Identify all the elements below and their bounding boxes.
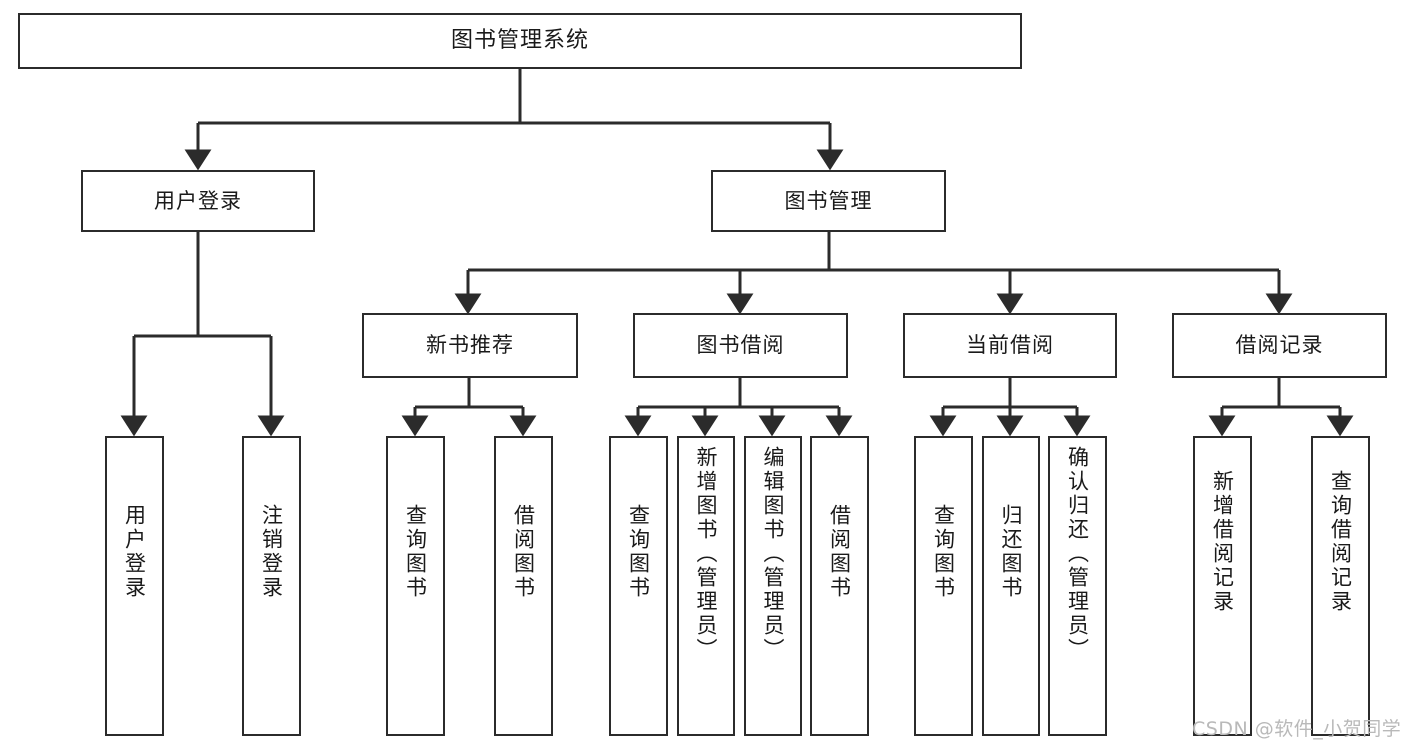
node-label: 注销登录 [259,504,284,600]
node-leaf-logout-login[interactable]: 注销登录 [242,436,301,736]
node-label: 图书管理系统 [450,27,589,53]
node-label: 图书管理 [784,188,873,213]
node-label: 编辑图书（管理员） [761,446,786,662]
node-label: 借阅图书 [511,504,536,600]
node-label: 新书推荐 [426,333,514,358]
node-label: 新增借阅记录 [1210,470,1235,614]
node-label: 查询图书 [931,504,956,600]
node-new-book-recommend[interactable]: 新书推荐 [362,313,578,378]
node-label: 查询借阅记录 [1328,470,1353,614]
node-leaf-query-borrow-record[interactable]: 查询借阅记录 [1311,436,1370,736]
node-label: 图书借阅 [696,333,785,358]
node-current-borrow[interactable]: 当前借阅 [903,313,1117,378]
node-leaf-query-book-current[interactable]: 查询图书 [914,436,973,736]
node-label: 归还图书 [999,504,1024,600]
node-label: 借阅图书 [827,504,852,600]
node-leaf-return-book[interactable]: 归还图书 [982,436,1040,736]
node-leaf-edit-book-admin[interactable]: 编辑图书（管理员） [744,436,802,736]
csdn-watermark: CSDN @软件_小贺同学 [1192,718,1402,740]
node-leaf-query-book-recommend[interactable]: 查询图书 [386,436,445,736]
node-user-login[interactable]: 用户登录 [81,170,315,232]
node-leaf-query-book-borrow[interactable]: 查询图书 [609,436,668,736]
node-root-book-management-system[interactable]: 图书管理系统 [18,13,1022,69]
node-leaf-borrow-book-borrow[interactable]: 借阅图书 [810,436,869,736]
node-label: 确认归还（管理员） [1065,446,1090,662]
node-label: 用户登录 [122,504,147,600]
node-label: 新增图书（管理员） [694,446,719,662]
node-book-management[interactable]: 图书管理 [711,170,946,232]
node-label: 用户登录 [154,188,242,213]
node-leaf-confirm-return-admin[interactable]: 确认归还（管理员） [1048,436,1107,736]
node-leaf-add-book-admin[interactable]: 新增图书（管理员） [677,436,735,736]
node-book-borrow[interactable]: 图书借阅 [633,313,848,378]
node-label: 借阅记录 [1235,333,1324,358]
node-leaf-add-borrow-record[interactable]: 新增借阅记录 [1193,436,1252,736]
node-borrow-record[interactable]: 借阅记录 [1172,313,1387,378]
node-leaf-borrow-book-recommend[interactable]: 借阅图书 [494,436,553,736]
node-label: 查询图书 [403,504,428,600]
node-label: 当前借阅 [966,333,1054,358]
node-leaf-user-login[interactable]: 用户登录 [105,436,164,736]
node-label: 查询图书 [626,504,651,600]
